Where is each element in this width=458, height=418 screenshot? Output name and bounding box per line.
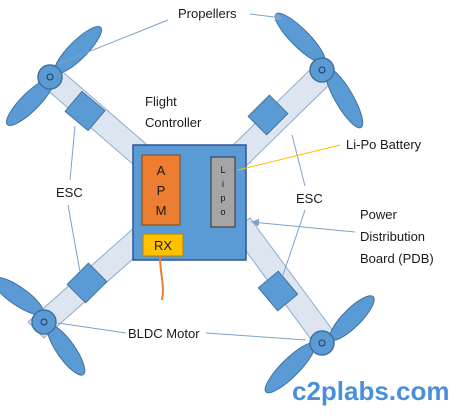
esc-top-right bbox=[247, 94, 289, 136]
esc-bottom-right bbox=[257, 270, 299, 312]
rx-module bbox=[142, 233, 184, 257]
leader-pdb bbox=[251, 218, 356, 233]
lipo-battery bbox=[210, 156, 236, 228]
label-bldc-motor: BLDC Motor bbox=[128, 326, 200, 341]
apm-letter-p: P bbox=[157, 183, 166, 198]
leader-propellers-left bbox=[57, 19, 169, 65]
leader-bldc-right bbox=[205, 332, 307, 341]
apm-module bbox=[141, 154, 181, 226]
label-propellers: Propellers bbox=[178, 6, 237, 21]
label-pdb-2: Distribution bbox=[360, 229, 425, 244]
leader-esc-left-bottom bbox=[67, 204, 81, 273]
leader-lipo-battery bbox=[237, 144, 341, 171]
rx-antenna-wire bbox=[159, 255, 164, 301]
propeller-top-right bbox=[274, 12, 364, 129]
apm-letter-a: A bbox=[157, 163, 166, 178]
apm-letter-m: M bbox=[156, 203, 167, 218]
label-lipo-battery: Li-Po Battery bbox=[346, 137, 422, 152]
label-esc-left: ESC bbox=[56, 185, 83, 200]
leader-lines bbox=[57, 13, 356, 341]
rx-label: RX bbox=[154, 238, 172, 253]
label-flight-controller-1: Flight bbox=[145, 94, 177, 109]
lipo-letter-p: p bbox=[220, 193, 225, 203]
esc-top-left bbox=[64, 90, 106, 132]
propeller-top-left bbox=[5, 25, 103, 127]
leader-esc-right-bottom bbox=[282, 209, 306, 276]
label-pdb-1: Power bbox=[360, 207, 398, 222]
label-flight-controller-2: Controller bbox=[145, 115, 202, 130]
watermark-logo: c2plabs.com bbox=[292, 376, 450, 406]
esc-bottom-left bbox=[66, 262, 108, 304]
esc-blocks bbox=[64, 90, 299, 312]
lipo-letter-i: i bbox=[222, 179, 224, 189]
label-pdb-3: Board (PDB) bbox=[360, 251, 434, 266]
leader-esc-left-top bbox=[69, 125, 76, 181]
lipo-letter-o: o bbox=[220, 207, 225, 217]
propeller-bottom-left bbox=[0, 276, 86, 376]
propeller-bottom-right bbox=[264, 295, 375, 394]
label-esc-right: ESC bbox=[296, 191, 323, 206]
leader-bldc-left bbox=[57, 322, 127, 334]
leader-propellers-right bbox=[249, 13, 283, 22]
leader-esc-right-top bbox=[291, 134, 306, 187]
lipo-letter-l: L bbox=[220, 165, 225, 175]
